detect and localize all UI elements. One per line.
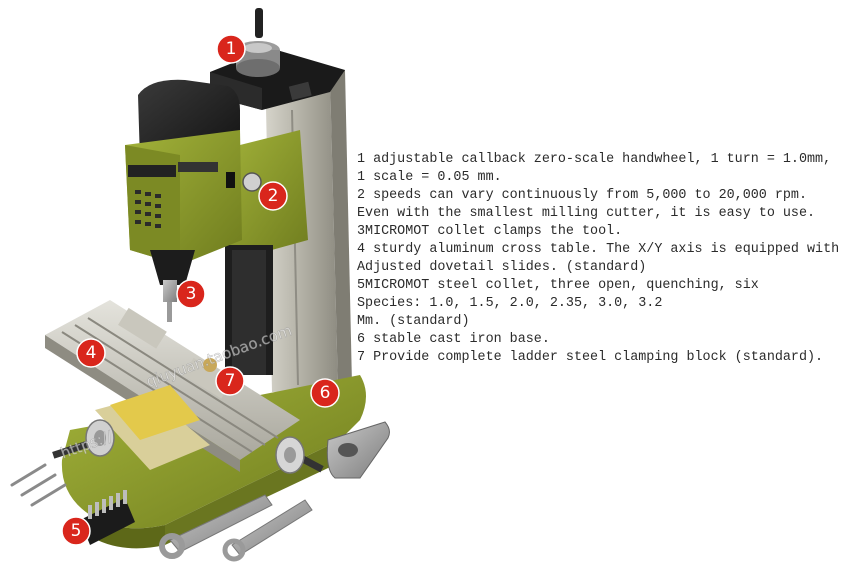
callout-number: 1	[226, 39, 237, 59]
y-axis-handwheel-icon	[275, 436, 324, 474]
callout-7: 7	[215, 366, 245, 396]
tool-bits-icon	[10, 463, 67, 507]
clamp-block-icon	[326, 421, 390, 479]
description-line: Even with the smallest milling cutter, i…	[357, 206, 816, 221]
description-line: 3MICROMOT collet clamps the tool.	[357, 224, 623, 239]
description-line: 4 sturdy aluminum cross table. The X/Y a…	[357, 242, 840, 257]
callout-number: 4	[86, 343, 97, 363]
description-line: Species: 1.0, 1.5, 2.0, 2.35, 3.0, 3.2	[357, 296, 663, 311]
callout-1: 1	[216, 34, 246, 64]
description-line: 1 scale = 0.05 mm.	[357, 170, 502, 185]
callout-number: 7	[225, 371, 236, 391]
description-line: Adjusted dovetail slides. (standard)	[357, 260, 647, 275]
wrench-icon	[159, 494, 313, 562]
motor-housing	[125, 79, 262, 285]
callout-5: 5	[61, 516, 91, 546]
description-line: 5MICROMOT steel collet, three open, quen…	[357, 278, 759, 293]
description-line: Mm. (standard)	[357, 314, 470, 329]
callout-3: 3	[176, 279, 206, 309]
callout-number: 5	[71, 521, 82, 541]
collet-icon	[163, 280, 177, 322]
description-line: 1 adjustable callback zero-scale handwhe…	[357, 152, 832, 167]
callout-2: 2	[258, 181, 288, 211]
description-line: 2 speeds can vary continuously from 5,00…	[357, 188, 807, 203]
callout-6: 6	[310, 378, 340, 408]
x-axis-handwheel-icon	[52, 419, 115, 459]
description-line: 7 Provide complete ladder steel clamping…	[357, 350, 824, 365]
callout-number: 3	[186, 284, 197, 304]
handwheel-icon	[236, 8, 280, 77]
callout-number: 6	[320, 383, 331, 403]
description-line: 6 stable cast iron base.	[357, 332, 550, 347]
callout-4: 4	[76, 338, 106, 368]
callout-number: 2	[268, 186, 279, 206]
feature-description: 1 adjustable callback zero-scale handwhe…	[357, 151, 847, 367]
collet-set-tray	[80, 490, 135, 545]
cross-table	[45, 300, 300, 472]
